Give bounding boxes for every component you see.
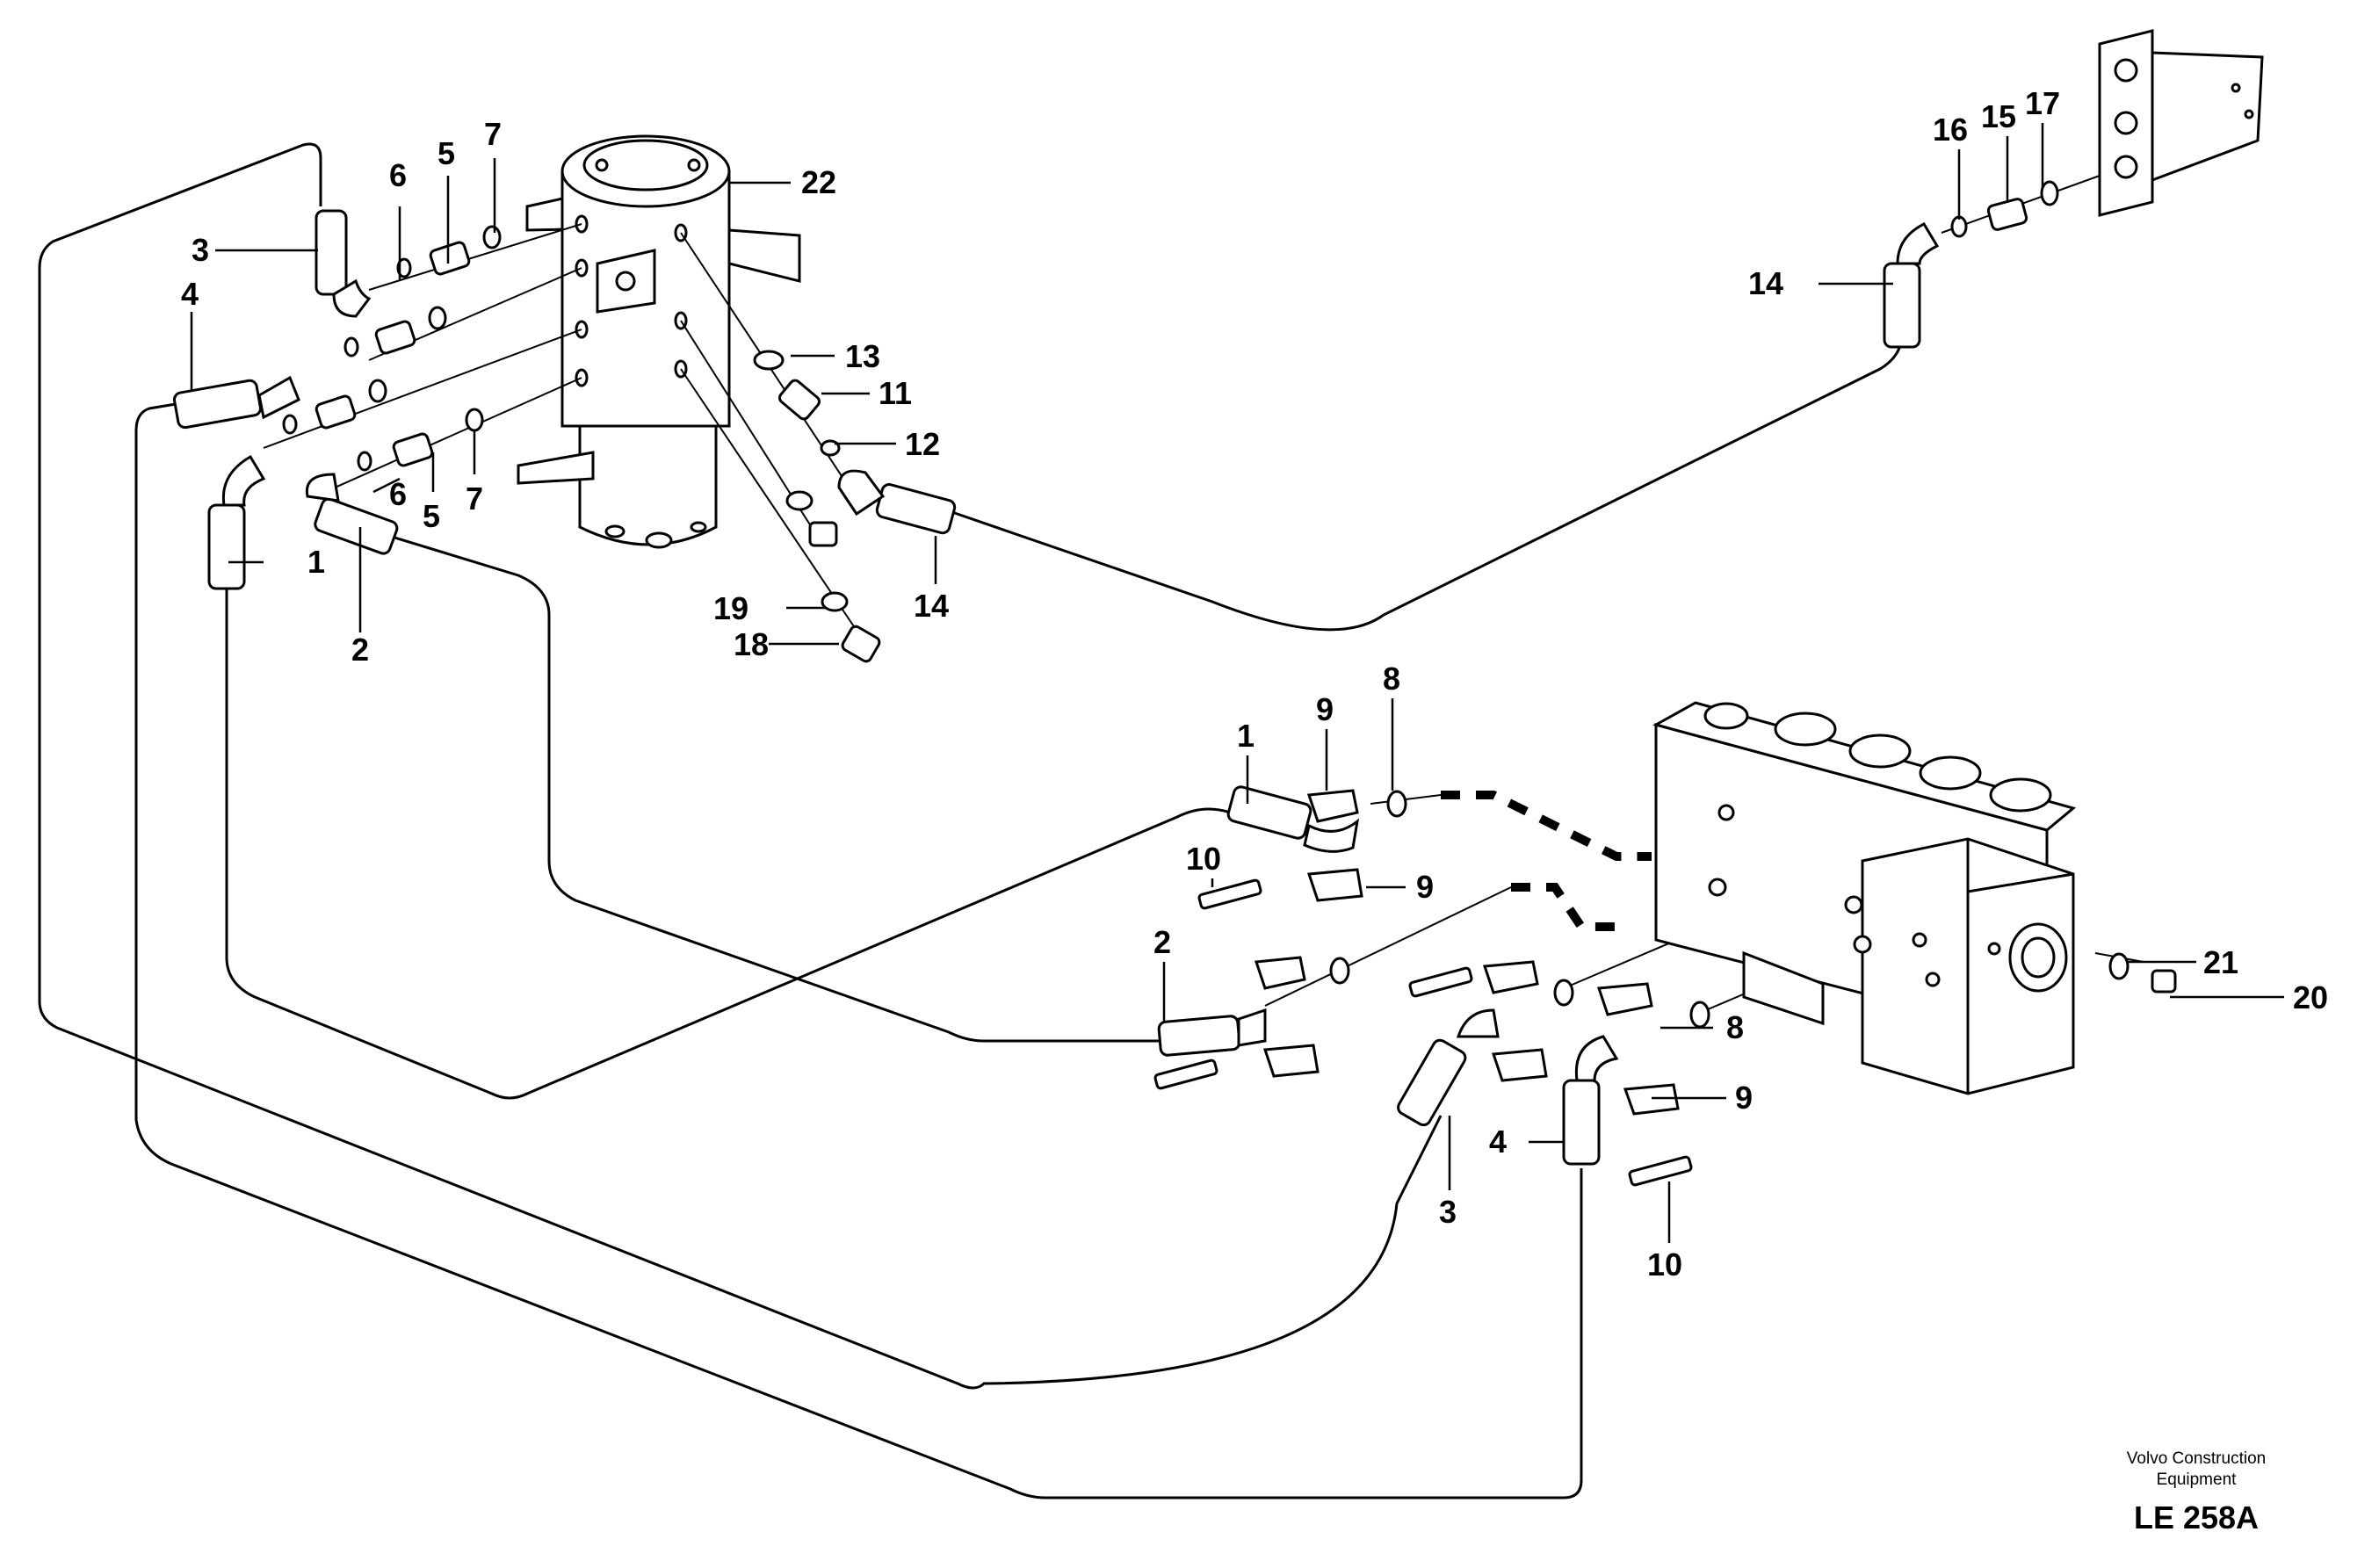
callout-8-bottom: 8 (1726, 1009, 1744, 1045)
callout-3-lower: 3 (1439, 1194, 1457, 1230)
callout-20: 20 (2293, 979, 2328, 1015)
control-valve (1652, 701, 2077, 1095)
callout-2-lower: 2 (1153, 924, 1171, 960)
callout-14-top: 14 (1748, 265, 1783, 301)
callout-13: 13 (845, 338, 880, 374)
callout-11: 11 (879, 375, 912, 411)
callout-18: 18 (734, 626, 769, 662)
callout-19: 19 (713, 590, 748, 626)
callout-21: 21 (2203, 944, 2238, 980)
callout-4-upper: 4 (181, 276, 199, 312)
callout-10-bottom: 10 (1647, 1246, 1682, 1283)
swivel-block (517, 134, 801, 549)
callout-2-upper: 2 (351, 632, 369, 668)
callout-14-mid: 14 (914, 588, 949, 624)
swivel-fittings (263, 223, 881, 663)
callout-1-upper: 1 (307, 544, 325, 580)
callout-1-lower: 1 (1237, 718, 1255, 754)
callout-8-top: 8 (1383, 661, 1400, 697)
callout-16: 16 (1933, 112, 1968, 148)
hose-ends-lower (1153, 785, 2177, 1187)
callouts-upper: 3 4 6 5 7 22 13 11 12 6 5 7 1 2 14 19 18… (181, 85, 2060, 668)
callout-7-upper: 7 (484, 116, 502, 152)
callout-3-upper: 3 (192, 232, 209, 268)
callouts-lower: 1 9 8 10 9 2 3 4 8 9 10 21 20 (1153, 661, 2328, 1283)
callout-6-mid: 6 (389, 476, 407, 512)
callout-9-top: 9 (1316, 691, 1334, 727)
callout-10-top: 10 (1186, 841, 1221, 877)
callout-5-upper: 5 (437, 135, 455, 171)
top-right-bracket (1941, 29, 2264, 238)
callout-4-lower: 4 (1489, 1124, 1507, 1160)
callout-12: 12 (905, 426, 940, 462)
credit-line-2: Equipment (2157, 1470, 2238, 1489)
leader-lines (190, 123, 2284, 1243)
drawing-code: LE 258A (2134, 1499, 2259, 1535)
callout-7-mid: 7 (466, 481, 483, 517)
footer: Volvo Construction Equipment LE 258A (2127, 1449, 2266, 1535)
credit-line-1: Volvo Construction (2127, 1449, 2266, 1468)
callout-6-upper: 6 (389, 157, 407, 193)
callout-5-mid: 5 (423, 498, 440, 534)
callout-9-bottom: 9 (1735, 1080, 1753, 1116)
callout-17: 17 (2025, 85, 2060, 121)
callout-9-mid: 9 (1416, 869, 1434, 905)
callout-15: 15 (1981, 98, 2016, 134)
callout-22: 22 (801, 164, 836, 200)
hoses (38, 142, 2144, 1499)
